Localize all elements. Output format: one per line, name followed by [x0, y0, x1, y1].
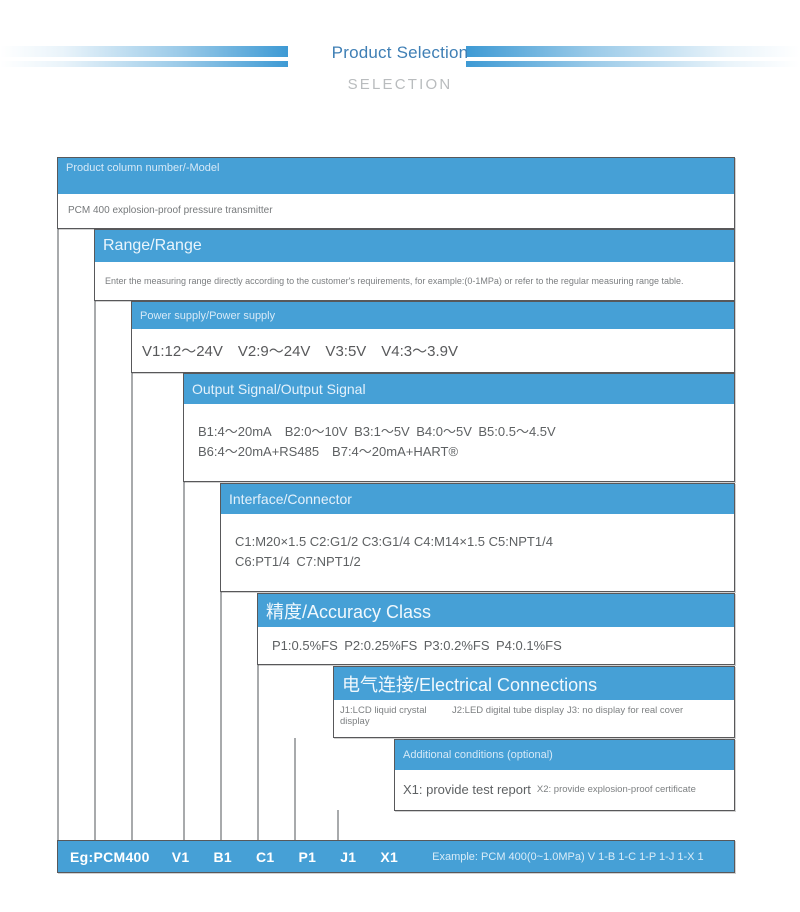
page-subtitle: SELECTION — [347, 76, 453, 93]
block-power-supply-body: V1:12～24V V2:9～24V V3:5V V4:3～3.9V — [132, 329, 734, 371]
block-output-signal-line1: B1:4～20mA B2:0～10V B3:1～5V B4:0～5V B5:0.… — [198, 424, 556, 439]
block-output-signal-body: B1:4～20mA B2:0～10V B3:1～5V B4:0～5V B5:0.… — [184, 404, 734, 480]
block-range-body-text: Enter the measuring range directly accor… — [105, 275, 684, 286]
summary-codes: Eg:PCM400 V1 B1 C1 P1 J1 X1 — [58, 849, 422, 865]
page-header: Product Selection SELECTION — [0, 0, 800, 120]
block-output-signal-head: Output Signal/Output Signal — [184, 374, 734, 404]
block-accuracy-class-head: 精度/Accuracy Class — [258, 594, 734, 627]
block-accuracy-class-head-label: 精度/Accuracy Class — [266, 601, 432, 622]
header-decor-bar-left — [0, 46, 288, 72]
block-model-head-label: Product column number/-Model — [66, 162, 220, 174]
block-additional-conditions-head-label: Additional conditions (optional) — [403, 749, 553, 761]
block-interface-body: C1:M20×1.5 C2:G1/2 C3:G1/4 C4:M14×1.5 C5… — [221, 514, 734, 590]
block-power-supply-body-text: V1:12～24V V2:9～24V V3:5V V4:3～3.9V — [142, 342, 459, 360]
electrical-options-row: J1:LCD liquid crystal display J2:LED dig… — [340, 700, 728, 727]
electrical-option-j3: J3: no display for real cover — [567, 705, 684, 716]
summary-example-text: Example: PCM 400(0~1.0MPa) V 1-B 1-C 1-P… — [432, 850, 704, 863]
block-interface-line2: C6:PT1/4 C7:NPT1/2 — [235, 554, 361, 569]
page-title: Product Selection — [331, 43, 469, 62]
block-range-head-label: Range/Range — [103, 237, 202, 254]
block-accuracy-class-body-text: P1:0.5%FS P2:0.25%FS P3:0.2%FS P4:0.1%FS — [272, 637, 562, 653]
decor-bar-thick-left — [0, 46, 288, 57]
summary-code-power: V1 — [171, 848, 190, 865]
decor-bar-thick-right — [466, 46, 800, 57]
summary-code-output: B1 — [213, 848, 232, 865]
block-model-body-text: PCM 400 explosion-proof pressure transmi… — [68, 205, 273, 216]
summary-bar: Eg:PCM400 V1 B1 C1 P1 J1 X1 Example: PCM… — [57, 840, 735, 873]
block-interface-head: Interface/Connector — [221, 484, 734, 514]
additional-option-x1: X1: provide test report — [403, 782, 531, 797]
block-power-supply-head-label: Power supply/Power supply — [140, 309, 276, 322]
electrical-option-j1: J1:LCD liquid crystal display — [340, 705, 427, 727]
block-electrical-connections-body: J1:LCD liquid crystal display J2:LED dig… — [334, 700, 734, 736]
block-range-body: Enter the measuring range directly accor… — [95, 262, 734, 299]
electrical-option-j2: J2:LED digital tube display — [452, 705, 564, 716]
block-output-signal: Output Signal/Output Signal B1:4～20mA B2… — [183, 373, 735, 482]
block-additional-conditions: Additional conditions (optional) X1: pro… — [394, 739, 735, 811]
block-range: Range/Range Enter the measuring range di… — [94, 229, 735, 301]
block-model-body: PCM 400 explosion-proof pressure transmi… — [58, 194, 734, 227]
block-model-head: Product column number/-Model — [58, 158, 734, 194]
block-electrical-connections-head: 电气连接/Electrical Connections — [334, 667, 734, 700]
block-range-head: Range/Range — [95, 230, 734, 262]
block-output-signal-head-label: Output Signal/Output Signal — [192, 381, 366, 397]
summary-code-electrical: J1 — [340, 848, 357, 865]
block-additional-conditions-body: X1: provide test report X2: provide expl… — [395, 770, 734, 809]
block-interface-head-label: Interface/Connector — [229, 491, 352, 507]
decor-bar-thin-right — [466, 61, 800, 67]
block-electrical-connections: 电气连接/Electrical Connections J1:LCD liqui… — [333, 666, 735, 738]
summary-code-model: Eg:PCM400 — [70, 848, 150, 865]
decor-bar-thin-left — [0, 61, 288, 67]
additional-options-row: X1: provide test report X2: provide expl… — [403, 782, 726, 797]
summary-code-additional: X1 — [380, 848, 399, 865]
block-power-supply: Power supply/Power supply V1:12～24V V2:9… — [131, 301, 735, 373]
block-power-supply-head: Power supply/Power supply — [132, 302, 734, 329]
block-electrical-connections-head-label: 电气连接/Electrical Connections — [342, 674, 598, 695]
header-decor-bar-right — [466, 46, 800, 72]
block-accuracy-class-body: P1:0.5%FS P2:0.25%FS P3:0.2%FS P4:0.1%FS — [258, 627, 734, 663]
block-additional-conditions-head: Additional conditions (optional) — [395, 740, 734, 770]
block-model: Product column number/-Model PCM 400 exp… — [57, 157, 735, 229]
summary-code-accuracy: P1 — [298, 848, 317, 865]
summary-code-interface: C1 — [255, 848, 275, 865]
block-accuracy-class: 精度/Accuracy Class P1:0.5%FS P2:0.25%FS P… — [257, 593, 735, 665]
block-output-signal-line2: B6:4～20mA+RS485 B7:4～20mA+HART® — [198, 444, 459, 459]
block-interface-line1: C1:M20×1.5 C2:G1/2 C3:G1/4 C4:M14×1.5 C5… — [235, 534, 553, 549]
block-interface: Interface/Connector C1:M20×1.5 C2:G1/2 C… — [220, 483, 735, 592]
additional-option-x2: X2: provide explosion-proof certificate — [536, 784, 696, 795]
